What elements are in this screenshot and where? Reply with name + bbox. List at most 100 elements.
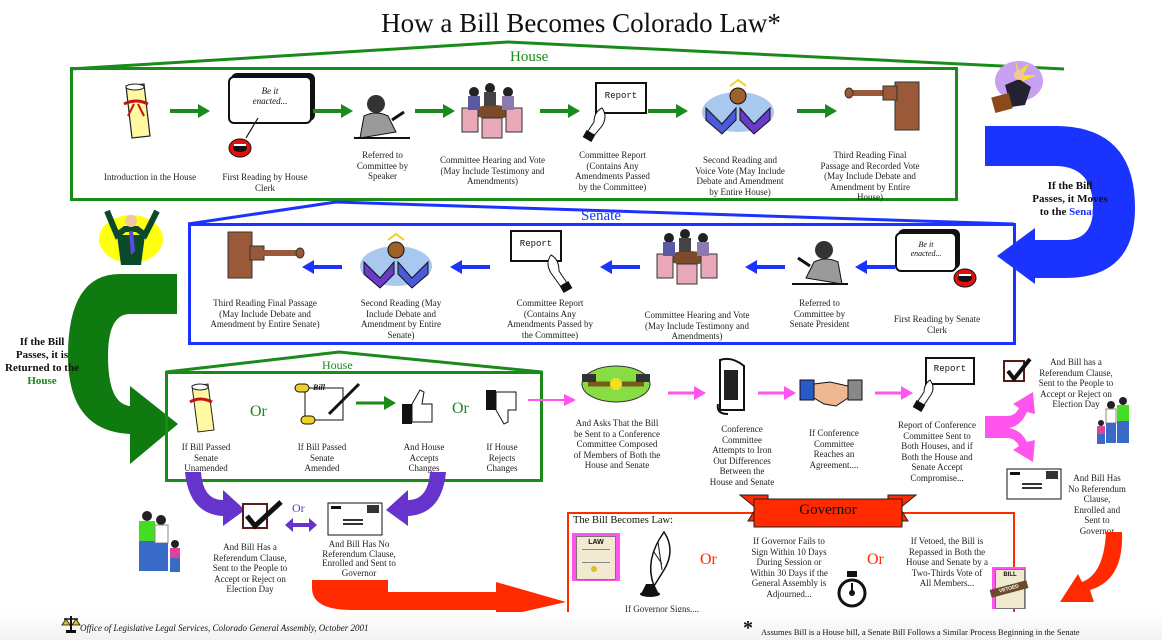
senate-step-5-caption: Referred to Committee by Senate Presiden… <box>789 298 850 329</box>
mouth-icon <box>953 268 977 288</box>
to-senate-note-highlight: Senate <box>1069 206 1101 218</box>
gavel-icon <box>227 231 305 279</box>
quill-pen-icon <box>640 530 671 597</box>
or-label: Or <box>700 551 717 568</box>
governor-label: Governor <box>799 502 857 518</box>
house-step-2-caption: First Reading by House Clerk <box>222 172 308 193</box>
arrow-right-icon <box>668 386 706 400</box>
left-no-referendum-caption: And Bill Has No Referendum Clause, Enrol… <box>318 539 400 578</box>
conference-step-2-caption: Conference Committee Attempts to Iron Ou… <box>709 424 775 487</box>
report-card-icon: Report <box>925 357 975 385</box>
tug-of-war-icon <box>581 365 651 403</box>
arrow-to-governor-icon <box>312 580 566 618</box>
house-step-6-caption: Second Reading and Voice Vote (May Inclu… <box>695 155 785 197</box>
arrow-left-icon <box>855 260 895 274</box>
arrow-to-house-icon <box>68 274 178 464</box>
conference-step-3-caption: If Conference Committee Reaches an Agree… <box>809 428 859 470</box>
speaker-at-desk-icon <box>354 95 410 139</box>
handshake-icon <box>799 379 863 407</box>
committee-meeting-icon <box>656 229 718 285</box>
to-senate-note: If the Bill Passes, it Moves to the Sena… <box>1030 180 1110 219</box>
arrow-right-icon <box>170 104 210 118</box>
house-return-step-3-caption: And House Accepts Changes <box>403 442 445 473</box>
double-arrow-icon <box>285 518 317 532</box>
page-title: How a Bill Becomes Colorado Law* <box>381 8 781 38</box>
conference-step-1-caption: And Asks That the Bill be Sent to a Conf… <box>573 418 661 470</box>
to-house-note-text: If the Bill Passes, it is Returned to th… <box>5 336 79 374</box>
to-house-note: If the Bill Passes, it is Returned to th… <box>2 336 82 388</box>
arrow-right-icon <box>415 104 455 118</box>
hand-icon <box>547 254 573 293</box>
debate-icon <box>702 78 774 135</box>
cheering-man-icon <box>99 209 163 265</box>
report-card-text: Report <box>604 91 638 101</box>
house-return-step-2-caption: If Bill Passed Senate Amended <box>297 442 347 473</box>
hand-icon <box>582 107 606 142</box>
businesswoman-icon <box>991 59 1043 114</box>
or-label: Or <box>867 551 884 568</box>
thumbs-up-icon <box>402 389 433 424</box>
governor-heading: The Bill Becomes Law: <box>573 515 674 526</box>
speech-bubble-icon: Be it enacted... <box>228 76 312 124</box>
or-label: Or <box>292 501 305 515</box>
senate-step-1-caption: Third Reading Final Passage (May Include… <box>210 298 320 329</box>
senate-section-box <box>188 223 1016 345</box>
footer-credit: Office of Legislative Legal Services, Co… <box>80 623 369 633</box>
envelope-icon <box>1006 468 1062 500</box>
house-step-3-caption: Referred to Committee by Speaker <box>356 150 409 181</box>
to-senate-note-text: If the Bill Passes, it Moves to the <box>1032 180 1108 218</box>
law-document-text: LAW <box>588 539 604 546</box>
governor-banner <box>738 494 918 528</box>
house-return-box <box>165 371 543 482</box>
conference-step-4-caption: Report of Conference Committee Sent to B… <box>898 420 976 483</box>
senate-step-3-caption: Committee Report (Contains Any Amendment… <box>507 298 593 340</box>
stopwatch-icon <box>837 571 867 608</box>
bubble-text: Be it enacted... <box>910 240 942 258</box>
scroll-icon <box>123 83 151 139</box>
purple-arrow-icon <box>386 472 446 526</box>
report-card-text: Report <box>519 239 553 249</box>
house-section-box <box>70 67 958 201</box>
envelope-icon <box>327 502 383 536</box>
president-at-desk-icon <box>792 241 848 285</box>
arrow-right-icon <box>540 104 580 118</box>
house-return-label: House <box>322 358 353 372</box>
arrow-right-icon <box>758 386 796 400</box>
arrow-left-icon <box>302 260 342 274</box>
arrow-right-icon <box>313 104 353 118</box>
governor-signs-caption: If Governor Signs.... <box>625 604 699 614</box>
vetoed-document-icon: BILL VETOED <box>989 567 1029 609</box>
fork-arrow-icon <box>985 392 1035 462</box>
report-card-icon: Report <box>595 82 647 114</box>
gavel-icon <box>844 81 920 131</box>
house-step-4-caption: Committee Hearing and Vote (May Include … <box>440 155 545 186</box>
arrow-right-icon <box>797 104 837 118</box>
iron-icon <box>716 357 745 415</box>
senate-step-4-caption: Committee Hearing and Vote (May Include … <box>644 310 750 341</box>
purple-arrow-icon <box>185 472 245 526</box>
thumbs-down-icon <box>486 390 517 425</box>
house-step-5-caption: Committee Report (Contains Any Amendment… <box>575 150 650 192</box>
committee-meeting-icon <box>461 83 523 139</box>
house-section-label: House <box>510 49 549 65</box>
family-icon <box>1097 397 1129 444</box>
arrow-right-icon <box>648 104 688 118</box>
house-return-step-1-caption: If Bill Passed Senate Unamended <box>181 442 231 473</box>
checkbox-icon <box>1003 357 1032 383</box>
bill-scroll-icon <box>294 382 361 425</box>
right-no-referendum-caption: And Bill Has No Referendum Clause, Enrol… <box>1068 473 1126 536</box>
governor-veto-caption: If Vetoed, the Bill is Repassed in Both … <box>906 536 988 588</box>
vetoed-document-title: BILL <box>1003 572 1017 578</box>
family-icon <box>139 511 180 572</box>
footer-note: Assumes Bill is a House bill, a Senate B… <box>761 627 1080 637</box>
or-label: Or <box>452 400 469 417</box>
arrow-to-governor-icon <box>1060 532 1123 602</box>
arrow-right-icon <box>356 396 396 410</box>
footer-asterisk: * <box>743 617 753 639</box>
scales-of-justice-icon <box>61 616 81 633</box>
arrow-to-senate-icon <box>985 126 1135 284</box>
house-step-1-caption: Introduction in the House <box>103 172 197 182</box>
or-label: Or <box>250 403 267 420</box>
arrow-left-icon <box>745 260 785 274</box>
checkbox-icon <box>242 500 283 530</box>
